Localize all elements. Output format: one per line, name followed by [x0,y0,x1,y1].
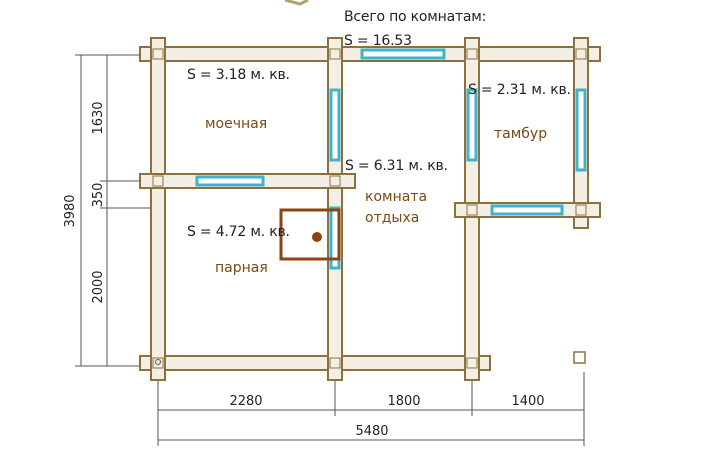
dim-1400: 1400 [511,394,544,409]
total-area: S = 16.53 [344,33,412,49]
dim-1630: 1630 [91,101,106,134]
window-moechnaya-bottom [195,175,265,187]
window-tambur-left [466,88,478,162]
area-moechnaya: S = 3.18 м. кв. [187,67,290,83]
room-komnata-line1: комната [365,189,427,205]
corner-marker [155,359,161,365]
windows [195,48,587,270]
stove-burner [312,232,322,242]
dim-2280: 2280 [229,394,262,409]
dim-1800: 1800 [387,394,420,409]
area-tambur: S = 2.31 м. кв. [468,82,571,98]
room-tambur: тамбур [494,126,547,142]
dim-3980: 3980 [63,194,78,227]
window-tambur-right [575,88,587,172]
room-komnata-line2: отдыха [365,210,419,226]
room-parnaya: парная [215,260,268,276]
log-joints [152,48,587,369]
post-marker [573,351,586,364]
clipped-mark [284,0,309,6]
dim-2000: 2000 [91,270,106,303]
room-moechnaya: моечная [205,116,267,132]
left-dimensions [75,54,160,367]
window-tambur-bottom [490,204,564,216]
window-top [360,48,446,60]
total-label: Всего по комнатам: [344,9,486,25]
window-wall-upper [329,88,341,162]
area-parnaya: S = 4.72 м. кв. [187,224,290,240]
stove [279,208,341,261]
area-komnata: S = 6.31 м. кв. [345,158,448,174]
dim-350: 350 [91,183,106,208]
dim-5480: 5480 [355,424,388,439]
